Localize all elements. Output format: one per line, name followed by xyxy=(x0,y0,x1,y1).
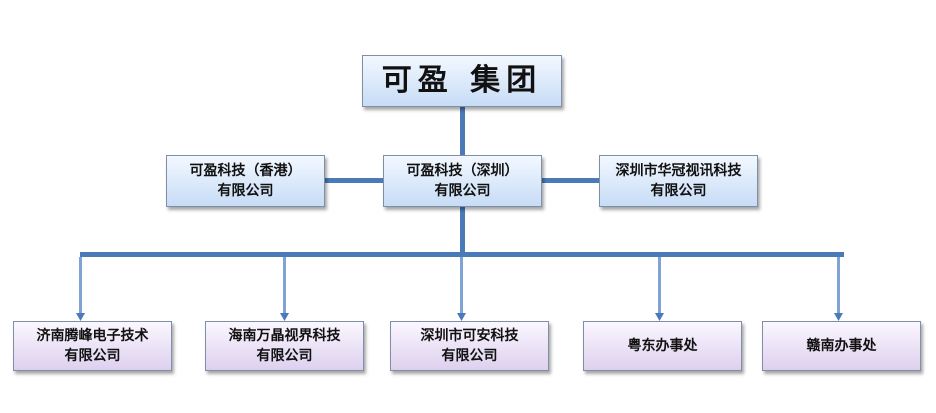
node-label: 赣南办事处 xyxy=(806,338,877,354)
node-yuedong-office: 粤东办事处 xyxy=(583,321,742,371)
node-keying-shenzhen: 可盈科技（深圳） 有限公司 xyxy=(383,155,542,207)
connector-drop-jinan xyxy=(76,257,85,321)
node-label: 粤东办事处 xyxy=(627,338,698,354)
connector-drop-kean xyxy=(457,257,466,321)
node-label: 可盈 集团 xyxy=(381,63,543,98)
node-gannan-office: 赣南办事处 xyxy=(762,321,921,371)
connector-shenzhen-to-huaguan xyxy=(542,178,599,183)
connector-root-to-shenzhen xyxy=(460,106,465,158)
node-label: 深圳市华冠视讯科技 有限公司 xyxy=(615,163,742,199)
node-huaguan-video: 深圳市华冠视讯科技 有限公司 xyxy=(599,155,758,207)
connector-drop-hainan xyxy=(280,257,289,321)
connector-bus xyxy=(80,252,844,257)
connector-drop-yuedong xyxy=(655,257,664,321)
node-keying-hongkong: 可盈科技（香港） 有限公司 xyxy=(166,155,325,207)
node-label: 可盈科技（香港） 有限公司 xyxy=(189,163,302,199)
node-hainan-wanjing: 海南万晶视界科技 有限公司 xyxy=(205,321,364,371)
node-shenzhen-kean: 深圳市可安科技 有限公司 xyxy=(390,321,549,371)
node-root-keying-group: 可盈 集团 xyxy=(362,55,562,107)
node-label: 海南万晶视界科技 有限公司 xyxy=(228,328,341,364)
node-label: 深圳市可安科技 有限公司 xyxy=(420,328,519,364)
connector-shenzhen-to-bus xyxy=(460,206,465,253)
connector-drop-gannan xyxy=(834,257,843,321)
node-jinan-tengfeng: 济南腾峰电子技术 有限公司 xyxy=(13,321,172,371)
node-label: 济南腾峰电子技术 有限公司 xyxy=(36,328,149,364)
node-label: 可盈科技（深圳） 有限公司 xyxy=(406,163,519,199)
connector-shenzhen-to-hongkong xyxy=(325,178,383,183)
